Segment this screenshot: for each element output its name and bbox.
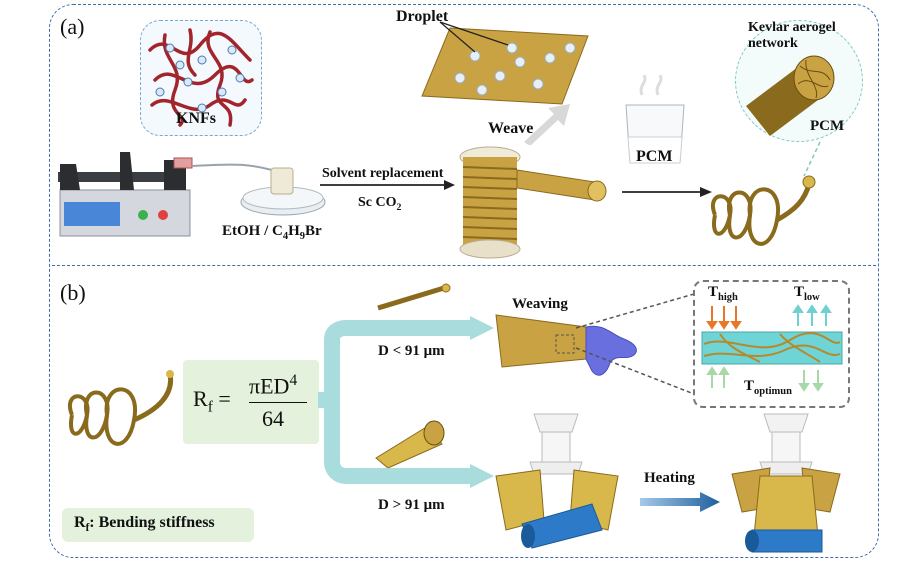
syringe-pump-icon <box>58 152 193 237</box>
zoom-link-line <box>803 141 821 177</box>
thick-fiber-icon <box>375 420 445 468</box>
knf-network-icon <box>148 28 254 127</box>
etoh-solvent-label: EtOH / C4H9Br <box>222 223 322 242</box>
formula-denominator: 64 <box>262 406 284 431</box>
formula-lhs: Rf = <box>193 386 231 416</box>
process-arrow-1 <box>320 180 455 190</box>
woven-sleeve-arm-icon <box>495 314 637 376</box>
branch-arrows <box>318 316 494 488</box>
process-arrow-2 <box>622 187 712 197</box>
d-large-label: D > 91 μm <box>378 497 445 513</box>
t-high-label: Thigh <box>708 284 738 303</box>
fabric-gripper-heated-icon <box>731 413 841 553</box>
formula-numerator: πED4 <box>249 372 298 399</box>
panel-label-b: (b) <box>60 280 86 305</box>
formula-fraction-bar <box>249 402 307 403</box>
coiled-fiber-icon <box>711 175 816 246</box>
thin-fiber-icon <box>377 283 451 311</box>
heating-arrow <box>640 492 720 512</box>
fiber-strand-icon <box>516 169 607 202</box>
inset-link-lines <box>575 293 695 395</box>
droplet-label: Droplet <box>396 8 449 25</box>
stiffness-legend-box <box>62 508 254 542</box>
beaker-icon <box>625 75 685 164</box>
aerogel-fiber-section-icon <box>746 55 835 136</box>
coiled-fiber-b-icon <box>68 370 174 446</box>
weave-arrow <box>524 104 570 145</box>
figure-frame <box>49 4 879 558</box>
fabric-gripper-cold-icon <box>495 413 619 549</box>
knfs-label: KNFs <box>176 110 216 127</box>
d-small-label: D < 91 μm <box>378 343 445 359</box>
pcm-beaker-label: PCM <box>636 148 673 165</box>
fiber-spool-icon <box>459 146 521 259</box>
panel-divider <box>52 265 876 266</box>
weave-label: Weave <box>488 120 534 137</box>
stiffness-legend-label: Rf: Bending stiffness <box>74 514 215 535</box>
thermal-inset-icon <box>701 304 843 392</box>
heating-label: Heating <box>644 470 695 486</box>
t-low-label: Tlow <box>794 284 820 303</box>
solvent-replacement-label: Solvent replacement <box>322 166 444 181</box>
droplet-fabric-icon <box>421 21 589 105</box>
t-optimum-label: Toptimun <box>744 378 792 397</box>
panel-label-a: (a) <box>60 14 85 39</box>
sc-co2-label: Sc CO2 <box>358 195 402 213</box>
weaving-label: Weaving <box>512 296 568 312</box>
pcm-fiber-label: PCM <box>810 118 845 134</box>
petri-dish-icon <box>240 167 326 216</box>
